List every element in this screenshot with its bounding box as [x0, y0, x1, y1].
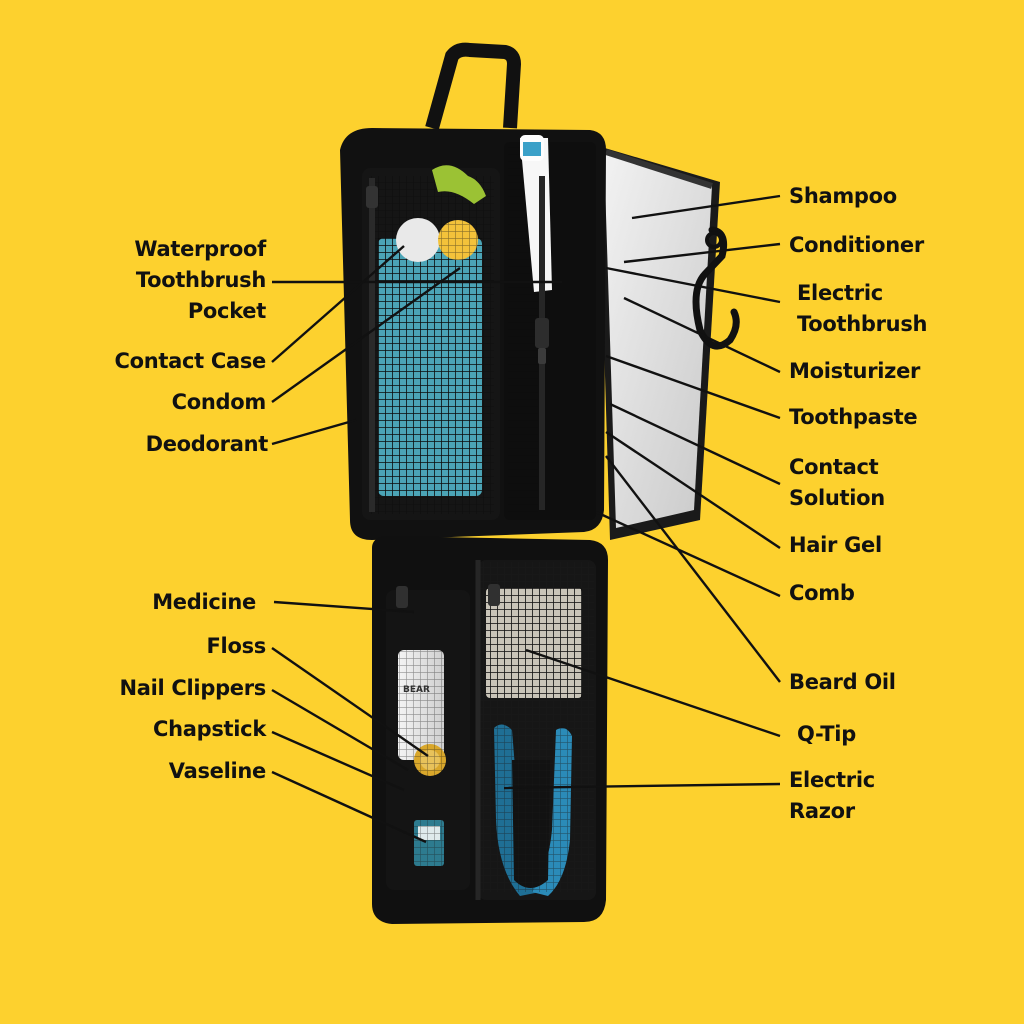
label-contact-solution: Contact Solution [789, 452, 885, 514]
leader-line-floss [271, 647, 429, 757]
leader-line-chapstick [271, 730, 405, 792]
bag-bottom-compartment: BEAR [372, 536, 608, 924]
bag-handle [425, 42, 522, 130]
leader-line-deodorant [271, 418, 357, 446]
label-medicine: Medicine [152, 587, 256, 618]
label-contact-case: Contact Case [114, 346, 266, 377]
label-line: Electric [797, 281, 883, 305]
label-deodorant: Deodorant [145, 429, 269, 460]
label-chapstick: Chapstick [153, 714, 266, 745]
label-nail-clippers: Nail Clippers [119, 673, 266, 704]
label-conditioner: Conditioner [789, 230, 924, 261]
leader-line-vaseline [271, 770, 427, 844]
label-line: Nail Clippers [119, 676, 266, 700]
label-line: Waterproof [134, 237, 266, 261]
leader-line-toothpaste [605, 354, 781, 420]
label-moisturizer: Moisturizer [789, 356, 920, 387]
label-line: Electric [789, 768, 875, 792]
leader-line-contact-solution [609, 402, 781, 486]
leader-line-conditioner [623, 242, 781, 264]
label-electric-razor: Electric Razor [789, 765, 875, 827]
label-line: Q-Tip [797, 722, 856, 746]
label-line: Comb [789, 581, 855, 605]
label-line: Toothbrush [797, 312, 928, 336]
label-line: Hair Gel [789, 533, 882, 557]
label-beard-oil: Beard Oil [789, 667, 896, 698]
leader-line-electric-toothbrush [605, 266, 781, 304]
leader-line-moisturizer [623, 296, 781, 374]
label-shampoo: Shampoo [789, 181, 897, 212]
label-line: Solution [789, 486, 885, 510]
label-hair-gel: Hair Gel [789, 530, 882, 561]
label-line: Beard Oil [789, 670, 896, 694]
label-waterproof-toothbrush-pocket: Waterproof Toothbrush Pocket [134, 234, 266, 327]
leader-line-hair-gel [605, 431, 781, 549]
label-line: Floss [206, 634, 267, 658]
label-line: Pocket [187, 299, 266, 323]
leader-line-comb [595, 510, 781, 598]
label-line: Chapstick [152, 717, 266, 741]
label-condom: Condom [171, 387, 267, 418]
label-floss: Floss [206, 631, 267, 662]
label-line: Vaseline [168, 759, 267, 783]
leader-line-electric-razor [503, 782, 781, 790]
leader-line-q-tip [525, 648, 781, 738]
leader-line-nail-clippers [271, 688, 409, 772]
leader-lines [271, 194, 781, 844]
label-line: Deodorant [145, 432, 269, 456]
label-vaseline: Vaseline [168, 756, 267, 787]
label-q-tip: Q-Tip [797, 719, 856, 750]
leader-line-medicine [273, 600, 415, 614]
label-line: Medicine [152, 590, 256, 614]
label-line: Contact [789, 455, 879, 479]
label-toothpaste: Toothpaste [789, 402, 918, 433]
label-line: Toothbrush [135, 268, 266, 292]
label-line: Moisturizer [789, 359, 921, 383]
label-line: Shampoo [789, 184, 897, 208]
label-line: Contact Case [114, 349, 266, 373]
label-line: Razor [789, 799, 855, 823]
label-line: Condom [171, 390, 267, 414]
leader-line-condom [271, 267, 461, 403]
label-line: Conditioner [789, 233, 924, 257]
label-electric-toothbrush: Electric Toothbrush [797, 278, 927, 340]
leader-line-shampoo [631, 194, 781, 220]
label-line: Toothpaste [789, 405, 918, 429]
leader-line-contact-case [271, 245, 405, 363]
bag-top-compartment [340, 128, 606, 540]
leader-line-beard-oil [605, 455, 781, 683]
label-comb: Comb [789, 578, 855, 609]
